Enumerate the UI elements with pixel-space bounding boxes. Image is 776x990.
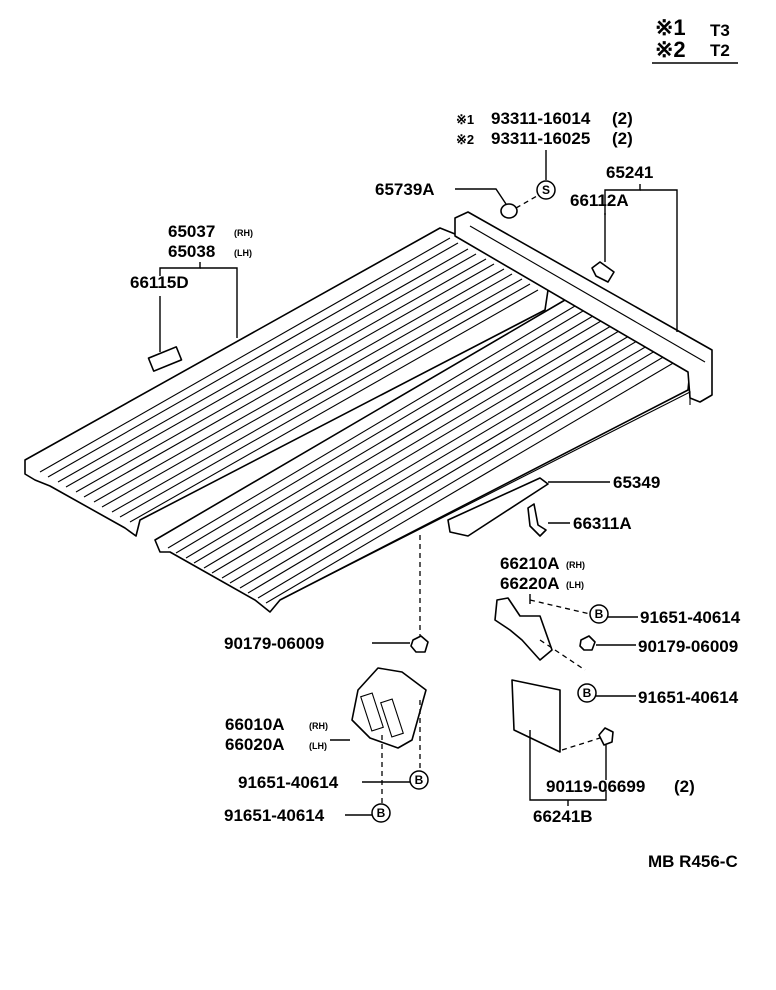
bracket-slot-1 (360, 692, 384, 732)
b-circle-right-2 (577, 683, 597, 703)
cushion-65739A: 65739A (375, 180, 538, 219)
label-66210A: 66210A (500, 554, 560, 573)
label-90119-qty: (2) (674, 777, 695, 796)
cushion-dash (515, 195, 538, 209)
label-91651-right-1: 91651-40614 (640, 608, 741, 627)
label-66210A-side: (RH) (566, 560, 585, 570)
65241-bracket-right (640, 189, 678, 332)
cushion-leader (455, 188, 507, 205)
label-65739A: 65739A (375, 180, 435, 199)
nut-left (410, 635, 429, 653)
65241-bracket-left (604, 184, 641, 215)
label-91651-left-2: 91651-40614 (224, 806, 325, 825)
label-91651-right-2: 91651-40614 (638, 688, 739, 707)
footer-code: MB R456-C (648, 852, 738, 871)
b-symbol-right-1: B (595, 607, 604, 621)
hinge-dash-1 (529, 599, 591, 615)
s-circle (536, 180, 556, 200)
floor-ribs-right (167, 305, 676, 604)
legend: ※1 T3 ※2 T2 (652, 15, 738, 64)
b-circle-left-2 (371, 803, 391, 823)
label-65349: 65349 (613, 473, 660, 492)
label-66115D: 66115D (130, 273, 189, 292)
floor-ribs-left (39, 237, 539, 523)
label-65241: 65241 (606, 163, 653, 182)
65037-bracket-right (200, 267, 238, 338)
bolt-s-symbol: S (536, 180, 556, 200)
bracket-slot-2 (380, 698, 404, 738)
label-90179-right: 90179-06009 (638, 637, 738, 656)
label-65038-side: (LH) (234, 248, 252, 258)
label-66010A: 66010A (225, 715, 285, 734)
b-symbol-left-2: B (377, 806, 386, 820)
plate-66115D (147, 346, 183, 372)
bolt-note-qty-2: (2) (612, 129, 633, 148)
bolt-note-mark-1: ※1 (456, 112, 474, 127)
label-65037: 65037 (168, 222, 215, 241)
left-lower-group: 90179-06009 66010A (RH) 66020A (LH) B 91… (224, 535, 429, 825)
cushion-part (500, 203, 518, 219)
label-66010A-side: (RH) (309, 721, 328, 731)
legend-mark-1: ※1 (655, 15, 686, 40)
b-symbol-right-2: B (583, 686, 592, 700)
label-91651-left-1: 91651-40614 (238, 773, 339, 792)
label-66020A-side: (LH) (309, 741, 327, 751)
bracket-65349-group: 65349 66311A (447, 473, 660, 537)
clip-66311A (527, 503, 547, 537)
b-circle-left-1 (409, 770, 429, 790)
plate-66241B (511, 679, 561, 753)
label-66112A: 66112A (570, 191, 629, 210)
label-65037-side: (RH) (234, 228, 253, 238)
bolt-notes: ※1 93311-16014 (2) ※2 93311-16025 (2) (456, 109, 633, 180)
66241B-bracket-right (568, 790, 607, 801)
label-66220A-side: (LH) (566, 580, 584, 590)
bolt-note-part-2: 93311-16025 (491, 129, 590, 148)
nut-right (579, 635, 596, 651)
hook-66112A (591, 261, 615, 283)
label-90179-left: 90179-06009 (224, 634, 324, 653)
legend-value-2: T2 (710, 41, 730, 60)
label-66241B: 66241B (533, 807, 593, 826)
label-66311A: 66311A (573, 514, 632, 533)
65037-bracket-left (159, 262, 201, 276)
bracket-65349 (447, 477, 549, 537)
hinge-bracket (494, 597, 553, 661)
bracket-66010A (351, 667, 427, 749)
hinge-dash-2 (539, 639, 586, 671)
right-fasteners: B 91651-40614 90179-06009 B 91651-40614 (577, 604, 741, 707)
bolt-note-qty-1: (2) (612, 109, 633, 128)
plate-dash (561, 737, 601, 751)
cross-rail-edge (469, 225, 706, 363)
66241B-bracket-left (529, 730, 568, 801)
front-cross-rail (454, 211, 713, 403)
under-rail-edge (279, 391, 691, 601)
label-65038: 65038 (168, 242, 215, 261)
cross-rail-labels: 65241 66112A (570, 163, 678, 332)
bolt-note-part-1: 93311-16014 (491, 109, 591, 128)
plate-66241B-group: 90119-06699 (2) 66241B (511, 679, 695, 826)
bolt-note-mark-2: ※2 (456, 132, 474, 147)
bolt-90119 (598, 727, 614, 746)
hinge-bracket-group: 66210A (RH) 66220A (LH) (494, 554, 591, 671)
label-90119: 90119-06699 (546, 777, 645, 796)
s-symbol-label: S (542, 183, 550, 197)
legend-value-1: T3 (710, 21, 730, 40)
floor-panel-drawing (24, 211, 713, 613)
label-66220A: 66220A (500, 574, 560, 593)
label-66020A: 66020A (225, 735, 285, 754)
legend-mark-2: ※2 (655, 37, 686, 62)
side-rail-labels: 65037 (RH) 65038 (LH) 66115D (130, 222, 253, 372)
b-circle-right-1 (589, 604, 609, 624)
b-symbol-left-1: B (415, 773, 424, 787)
